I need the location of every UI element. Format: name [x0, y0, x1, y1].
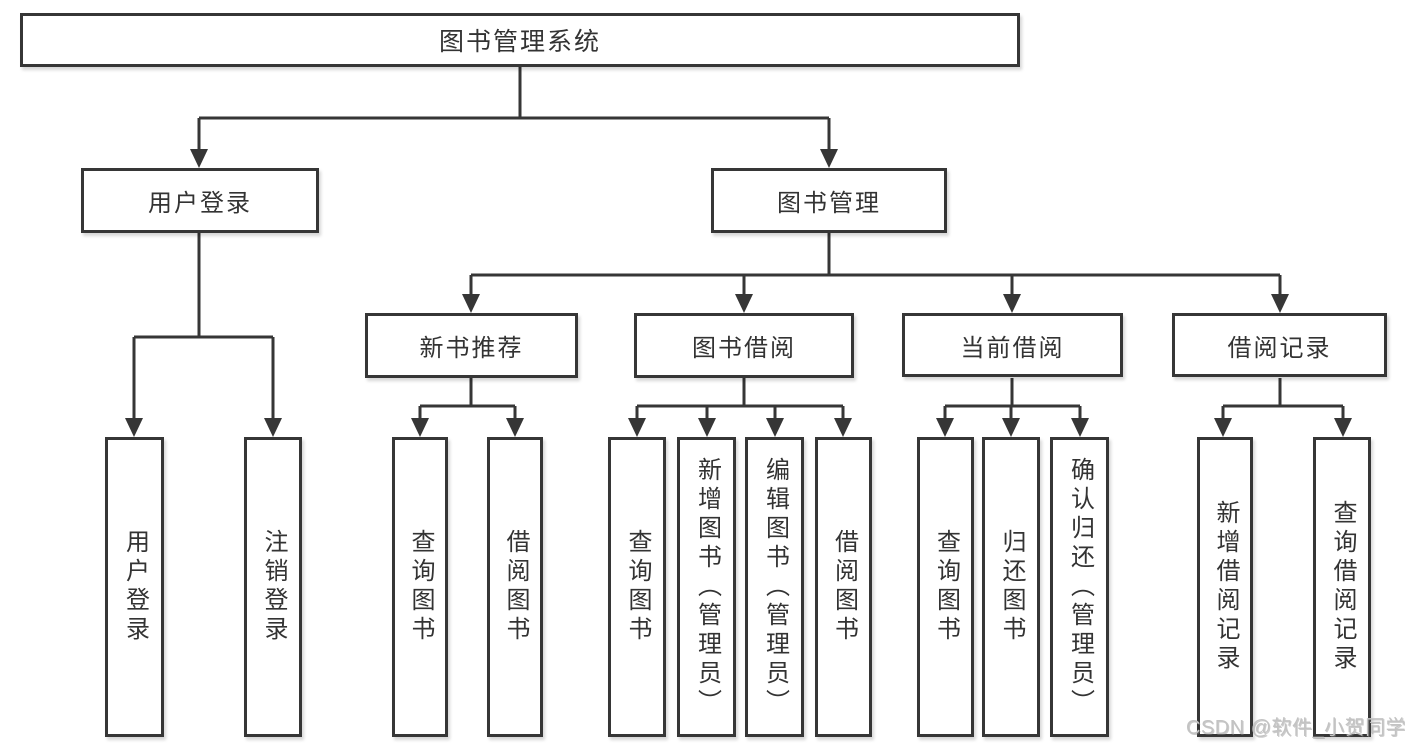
node-book-management-label: 图书管理: [777, 190, 881, 217]
leaf-add-borrow-record-label: 新增借阅记录: [1212, 500, 1239, 674]
node-library-system-label: 图书管理系统: [438, 28, 601, 56]
leaf-query-books-recommend-label: 查询图书: [407, 529, 434, 645]
leaf-query-books-borrowing: 查询图书: [608, 437, 666, 737]
leaf-edit-books-admin-label: 编辑图书（管理员）: [761, 456, 789, 718]
leaf-query-borrow-record-label: 查询借阅记录: [1329, 500, 1356, 674]
node-borrow-records: 借阅记录: [1172, 313, 1387, 377]
leaf-logout: 注销登录: [244, 437, 302, 737]
node-book-borrowing: 图书借阅: [634, 313, 854, 378]
leaf-add-books-admin: 新增图书（管理员）: [677, 437, 736, 737]
leaf-return-books-label: 归还图书: [998, 529, 1025, 645]
node-book-management: 图书管理: [711, 168, 947, 233]
leaf-query-books-recommend: 查询图书: [392, 437, 448, 737]
leaf-borrow-books-borrowing-label: 借阅图书: [830, 529, 858, 645]
node-book-borrowing-label: 图书借阅: [692, 335, 796, 362]
leaf-add-borrow-record: 新增借阅记录: [1197, 437, 1253, 737]
leaf-query-books-borrowing-label: 查询图书: [624, 529, 651, 645]
leaf-user-login: 用户登录: [105, 437, 164, 737]
leaf-borrow-books-recommend: 借阅图书: [487, 437, 543, 737]
csdn-watermark: CSDN @软件_小贺同学: [1186, 717, 1405, 739]
node-user-login: 用户登录: [81, 168, 319, 233]
leaf-borrow-books-borrowing: 借阅图书: [815, 437, 872, 737]
node-new-book-recommend-label: 新书推荐: [419, 335, 524, 362]
leaf-query-books-current-label: 查询图书: [932, 529, 960, 645]
node-current-borrowing: 当前借阅: [902, 313, 1123, 377]
leaf-confirm-return-admin-label: 确认归还（管理员）: [1066, 456, 1094, 718]
node-new-book-recommend: 新书推荐: [365, 313, 578, 378]
leaf-edit-books-admin: 编辑图书（管理员）: [745, 437, 804, 737]
node-library-system: 图书管理系统: [20, 13, 1020, 67]
leaf-query-borrow-record: 查询借阅记录: [1313, 437, 1371, 737]
leaf-user-login-label: 用户登录: [121, 529, 149, 645]
leaf-confirm-return-admin: 确认归还（管理员）: [1050, 437, 1109, 737]
leaf-query-books-current: 查询图书: [917, 437, 974, 737]
arrowheads: [125, 149, 1352, 437]
leaf-return-books: 归还图书: [982, 437, 1040, 737]
leaf-logout-label: 注销登录: [260, 529, 287, 645]
leaf-add-books-admin-label: 新增图书（管理员）: [693, 456, 721, 718]
node-current-borrowing-label: 当前借阅: [960, 334, 1065, 362]
leaf-borrow-books-recommend-label: 借阅图书: [502, 529, 529, 645]
node-borrow-records-label: 借阅记录: [1227, 334, 1332, 362]
node-user-login-label: 用户登录: [148, 190, 252, 217]
